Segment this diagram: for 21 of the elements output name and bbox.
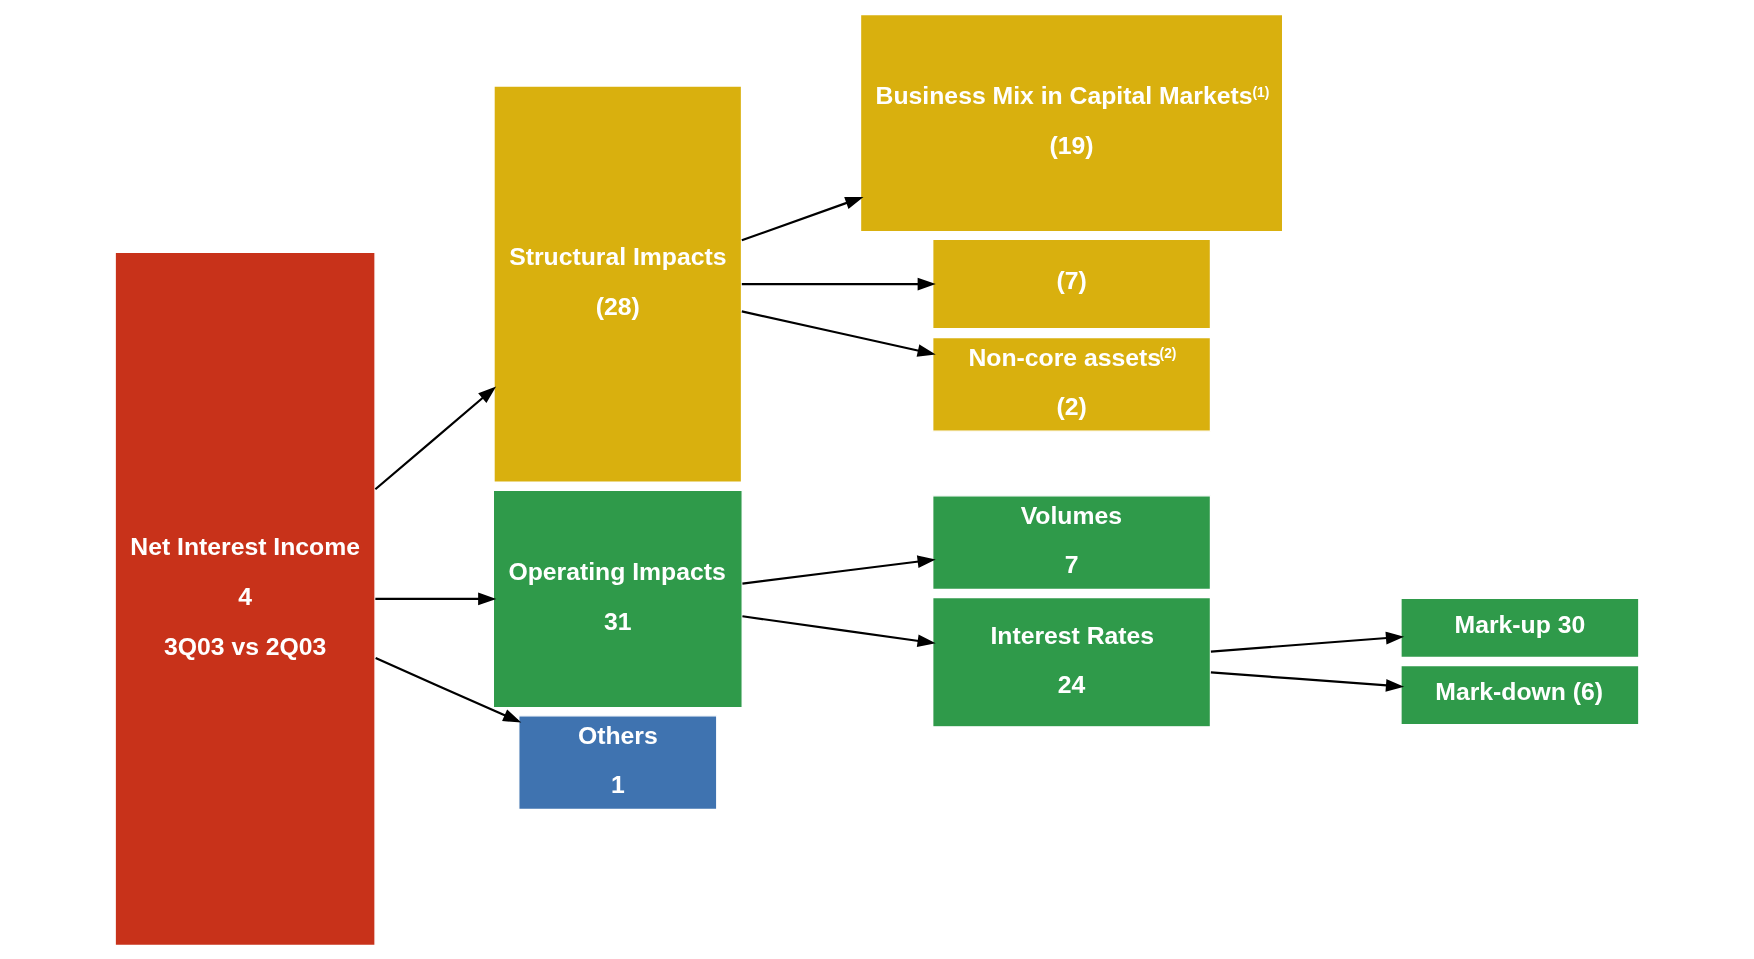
node-box: Volumes 7 (932, 494, 1212, 590)
arrow (741, 196, 864, 241)
node-box: Net Interest Income 4 3Q03 vs 2Q03 (114, 251, 376, 946)
arrow (741, 277, 936, 290)
arrow (742, 614, 936, 647)
node-box: Mark-down (6) (1400, 664, 1640, 725)
node-box: Non-core assets$^{(2)}$ (2) (932, 336, 1212, 432)
arrow (742, 554, 936, 585)
arrow (1210, 631, 1405, 653)
arrow (374, 385, 497, 490)
node-box: Structural Impacts (28) (493, 84, 743, 483)
node-box: Business Mix in Capital Markets$^{(1)}$ (19) (859, 13, 1284, 232)
node-box: Others 1 (518, 714, 718, 810)
arrow (375, 656, 522, 722)
arrow (1210, 670, 1405, 692)
arrow (741, 309, 936, 357)
node-box: Interest Rates 24 (932, 596, 1212, 728)
arrow (375, 592, 497, 605)
node-box: (7) (932, 238, 1212, 329)
node-box: Operating Impacts 31 (492, 489, 743, 708)
node-box: Mark-up 30 (1400, 597, 1640, 658)
